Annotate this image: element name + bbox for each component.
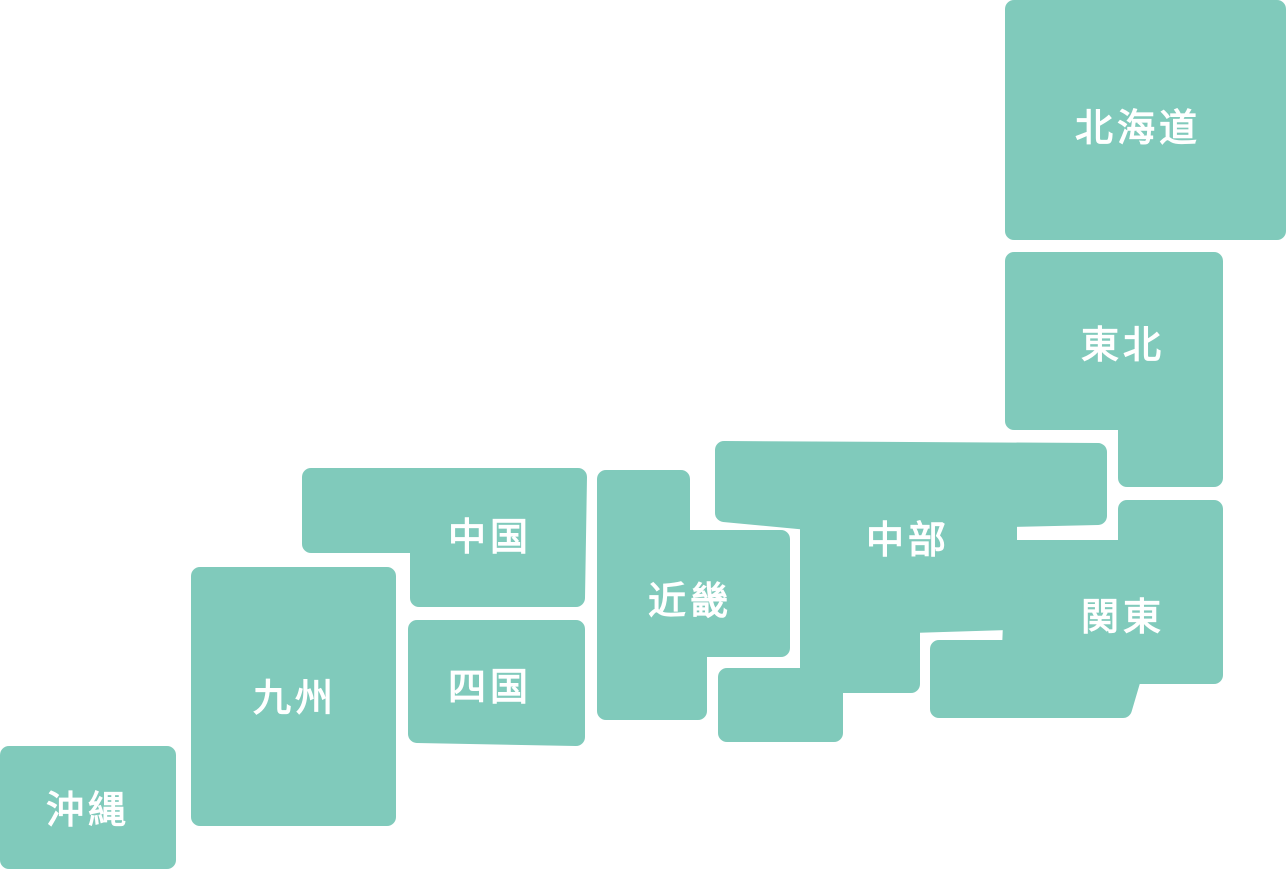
region-okinawa[interactable]: 沖縄: [0, 746, 176, 869]
region-shikoku[interactable]: 四国: [408, 620, 585, 746]
region-kyushu[interactable]: 九州: [191, 567, 396, 826]
region-hokkaido[interactable]: 北海道: [1005, 0, 1286, 240]
